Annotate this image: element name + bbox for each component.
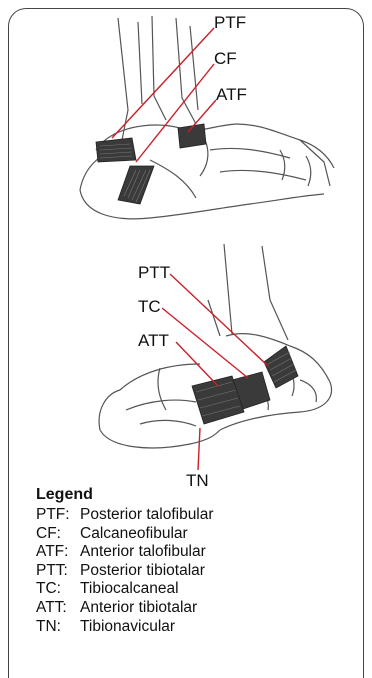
legend-abbr: CF: xyxy=(36,525,80,544)
label-atf: ATF xyxy=(216,86,247,103)
legend-row: TC: Tibiocalcaneal xyxy=(36,580,214,599)
legend: Legend PTF: Posterior talofibular CF: Ca… xyxy=(36,486,214,636)
legend-abbr: PTT: xyxy=(36,562,80,581)
legend-row: CF: Calcaneofibular xyxy=(36,525,214,544)
label-tc: TC xyxy=(138,298,161,315)
leader-lines-bottom xyxy=(162,274,268,470)
legend-abbr: ATT: xyxy=(36,599,80,618)
legend-name: Posterior talofibular xyxy=(80,506,214,525)
legend-row: PTT: Posterior tibiotalar xyxy=(36,562,214,581)
legend-abbr: PTF: xyxy=(36,506,80,525)
legend-row: PTF: Posterior talofibular xyxy=(36,506,214,525)
label-cf: CF xyxy=(214,50,237,67)
legend-abbr: TC: xyxy=(36,580,80,599)
legend-row: TN: Tibionavicular xyxy=(36,618,214,637)
lateral-ligaments xyxy=(96,124,206,204)
legend-name: Posterior tibiotalar xyxy=(80,562,205,581)
legend-name: Calcaneofibular xyxy=(80,525,188,544)
medial-ligaments xyxy=(192,346,298,424)
label-att: ATT xyxy=(138,332,169,349)
legend-name: Tibiocalcaneal xyxy=(80,580,179,599)
lateral-ankle-drawing xyxy=(80,16,334,219)
legend-title: Legend xyxy=(36,486,214,504)
legend-row: ATF: Anterior talofibular xyxy=(36,543,214,562)
legend-name: Anterior talofibular xyxy=(80,543,206,562)
legend-name: Tibionavicular xyxy=(80,618,175,637)
legend-name: Anterior tibiotalar xyxy=(80,599,197,618)
label-ptf: PTF xyxy=(214,14,246,31)
label-ptt: PTT xyxy=(138,264,170,281)
legend-abbr: TN: xyxy=(36,618,80,637)
ligament-cf xyxy=(118,166,154,204)
legend-row: ATT: Anterior tibiotalar xyxy=(36,599,214,618)
legend-abbr: ATF: xyxy=(36,543,80,562)
ligament-ptt xyxy=(264,346,298,388)
